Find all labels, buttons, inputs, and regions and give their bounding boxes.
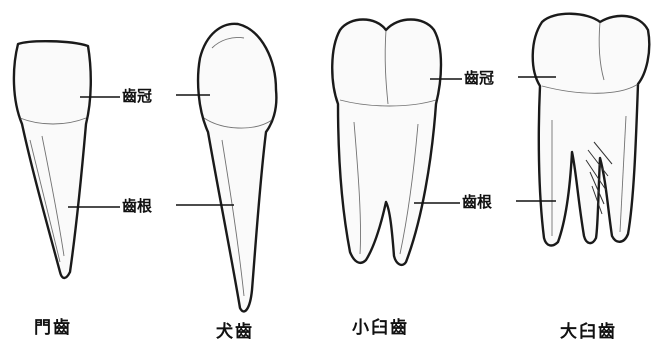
root-label-1: 齒根 <box>120 197 154 215</box>
molar-caption: 大臼齒 <box>560 322 617 342</box>
molar-drawing <box>533 14 650 246</box>
crown-label-2: 齒冠 <box>462 69 496 87</box>
canine-drawing <box>198 24 276 312</box>
incisor-drawing <box>14 41 91 278</box>
incisor-caption: 門齒 <box>34 318 72 338</box>
premolar-caption: 小臼齒 <box>352 318 409 338</box>
canine-caption: 犬齒 <box>216 322 254 342</box>
premolar-drawing <box>332 20 441 265</box>
root-label-2: 齒根 <box>460 193 494 211</box>
crown-label-1: 齒冠 <box>120 87 154 105</box>
